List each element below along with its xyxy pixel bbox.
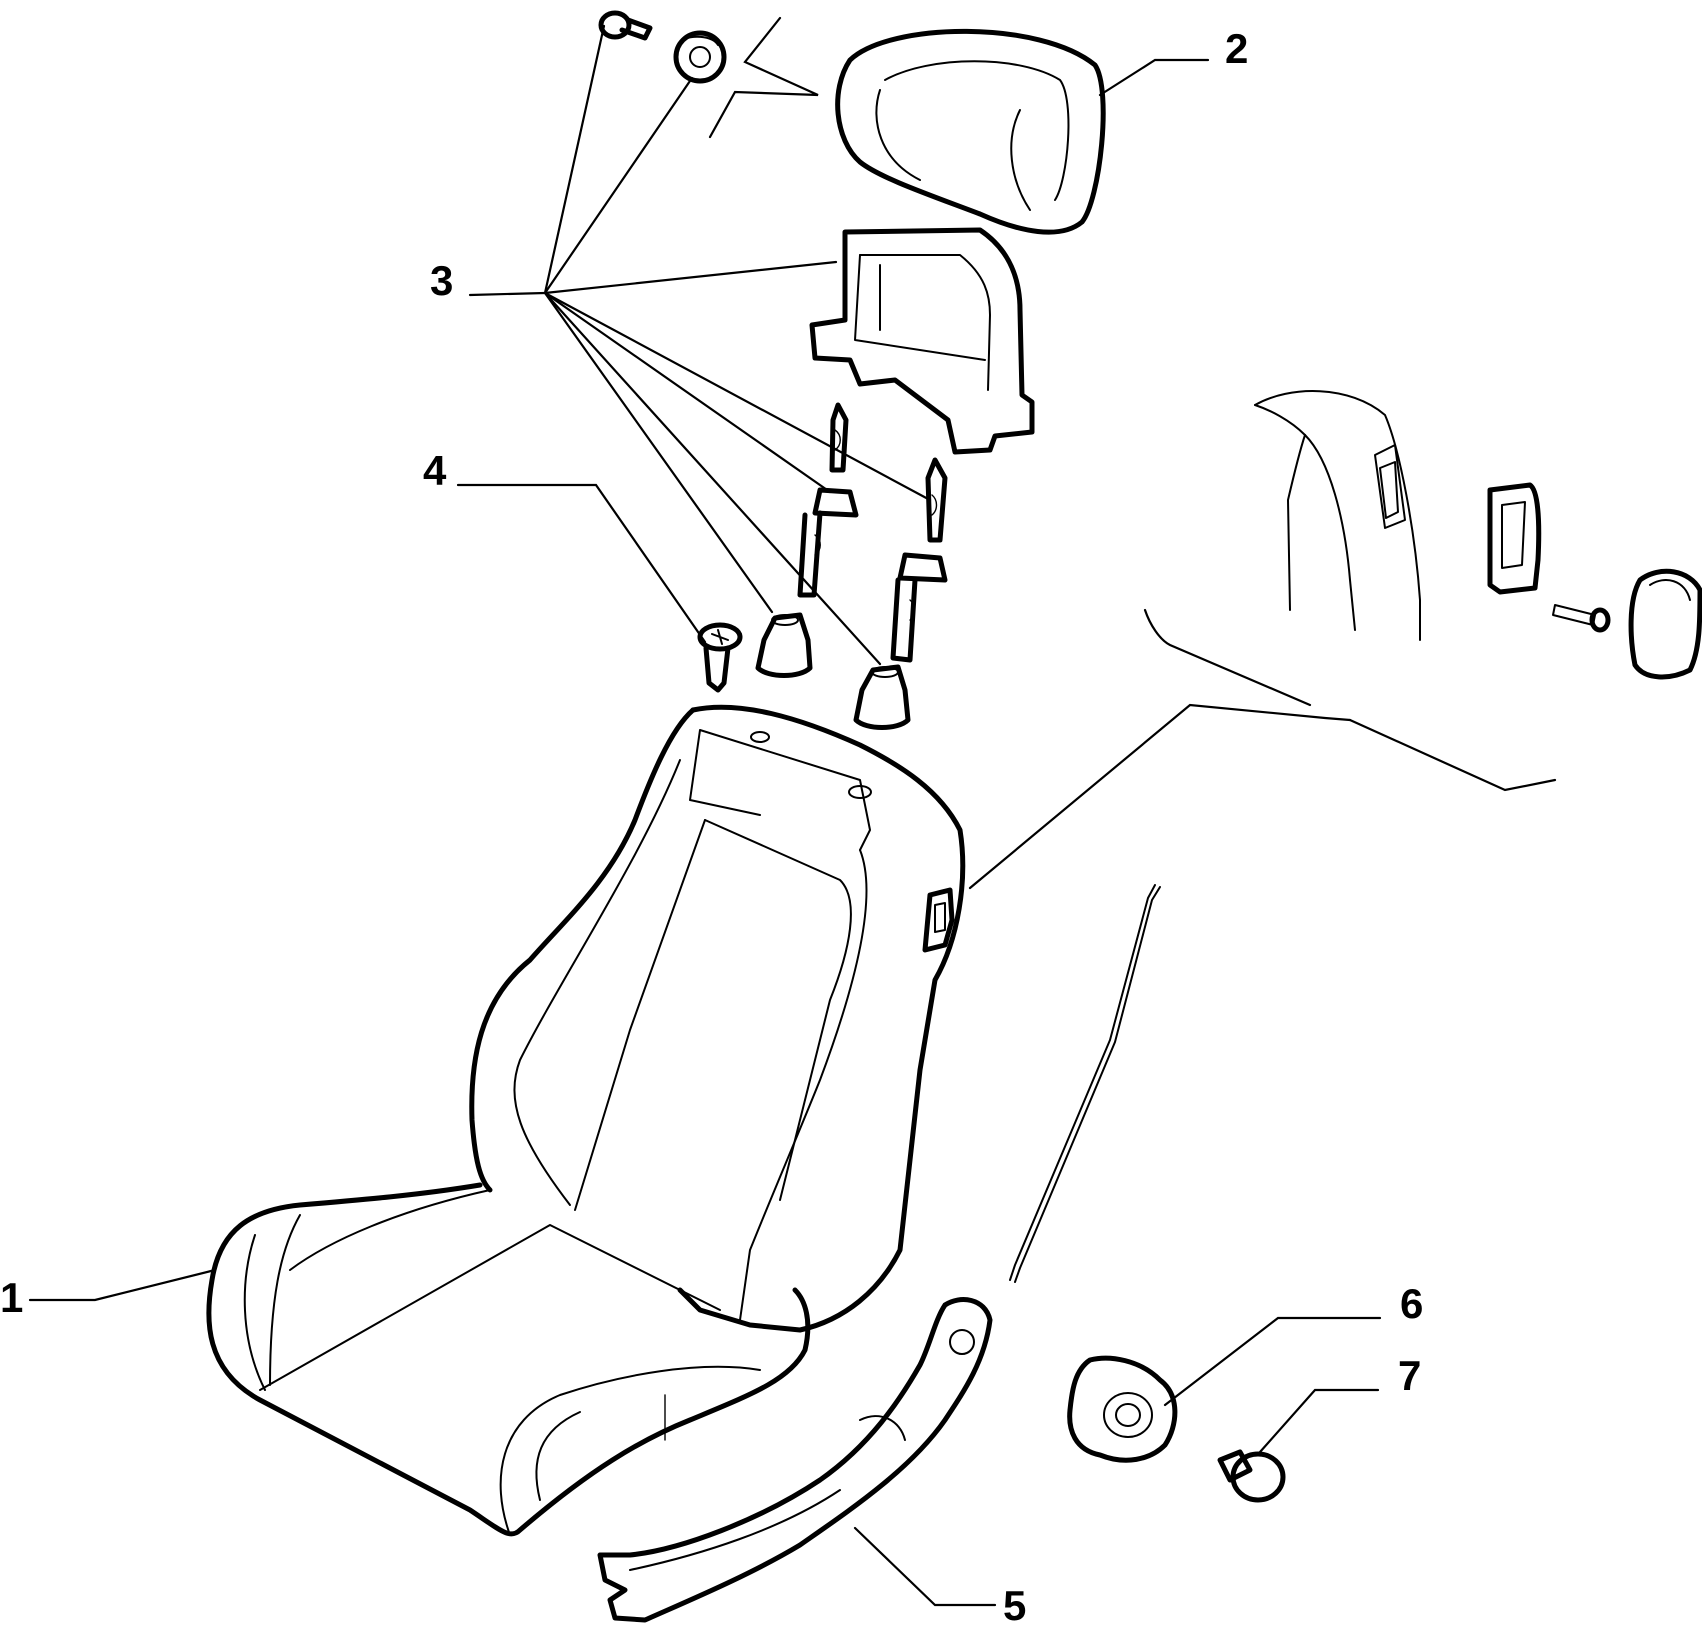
callout-4: 4 <box>423 447 447 494</box>
callout-6: 6 <box>1400 1280 1423 1327</box>
lever-screw-detail[interactable] <box>1552 604 1611 633</box>
headrest-guide-left[interactable] <box>797 402 859 598</box>
leader-lines <box>28 24 1382 1607</box>
callout-5: 5 <box>1003 1582 1026 1629</box>
headrest-frame[interactable] <box>809 227 1035 455</box>
headrest-grommet-top[interactable] <box>673 30 727 84</box>
adjustment-knob[interactable] <box>1067 1355 1178 1463</box>
callout-7: 7 <box>1398 1352 1421 1399</box>
callout-1: 1 <box>0 1274 23 1321</box>
seat-cushion[interactable] <box>206 1182 811 1537</box>
lever-housing-detail[interactable] <box>1254 390 1421 641</box>
headrest-cushion[interactable] <box>835 28 1106 235</box>
detail-break-line <box>1143 608 1312 707</box>
headrest-bushing-right[interactable] <box>853 664 911 730</box>
seat-backrest[interactable] <box>469 704 966 1333</box>
knob-cap[interactable] <box>1217 1449 1286 1503</box>
lever-cover-detail[interactable] <box>1628 568 1702 680</box>
lever-handle-detail[interactable] <box>1487 482 1542 595</box>
headrest-bushing-left[interactable] <box>755 612 813 678</box>
headrest-guide-right[interactable] <box>890 457 948 663</box>
detail-break-mark <box>708 16 819 139</box>
callout-3: 3 <box>430 257 453 304</box>
recliner-rod[interactable] <box>1009 884 1161 1283</box>
callout-2: 2 <box>1225 25 1248 72</box>
seat-screw[interactable] <box>697 622 743 693</box>
detail-break-line-2 <box>1348 718 1557 792</box>
seat-side-trim[interactable] <box>597 1297 993 1623</box>
headrest-clip-top[interactable] <box>598 10 653 41</box>
